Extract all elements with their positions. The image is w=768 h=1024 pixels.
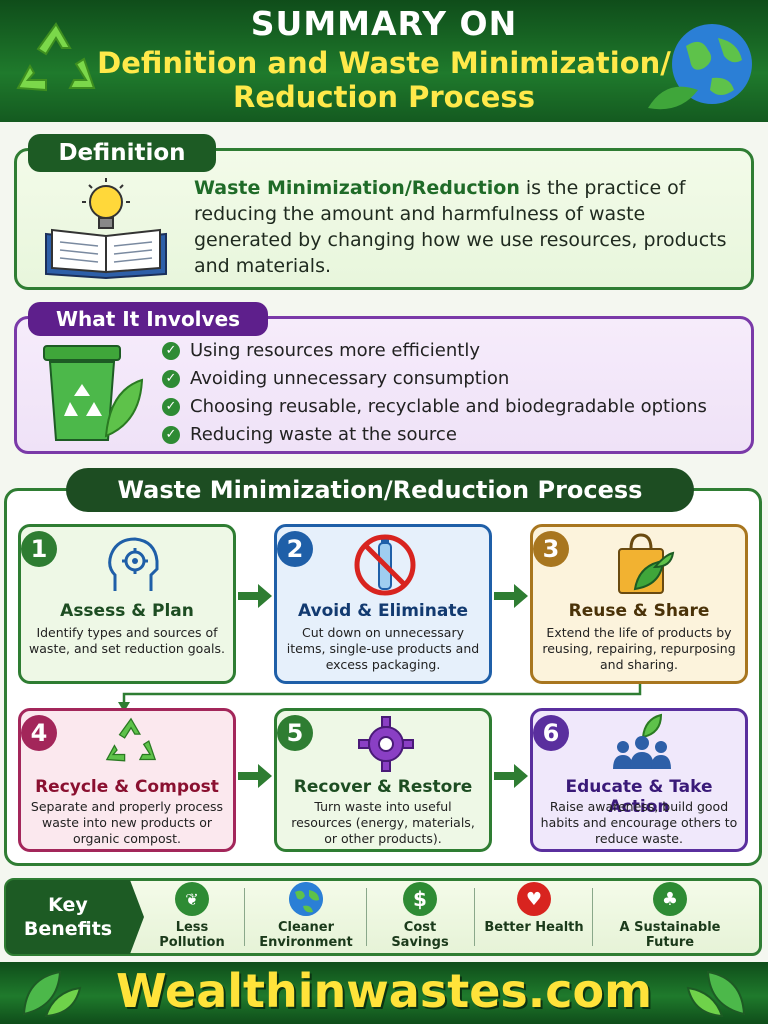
step-assess-plan: 1 Assess & Plan Identify types and sourc… [18, 524, 236, 684]
step-number: 2 [277, 531, 313, 567]
checkmark-icon: ✓ [162, 397, 180, 416]
book-lightbulb-icon [36, 176, 176, 280]
shopping-bag-leaf-icon [611, 531, 675, 601]
step-title: Avoid & Eliminate [297, 601, 468, 621]
step-desc: Cut down on unnecessary items, single-us… [286, 625, 480, 672]
recycle-icon [101, 715, 161, 775]
involves-item-label: Reducing waste at the source [190, 424, 457, 445]
step-desc: Identify types and sources of waste, and… [29, 625, 225, 656]
step-title: Reuse & Share [568, 601, 710, 621]
step-recycle-compost: 4 Recycle & Compost Separate and properl… [18, 708, 236, 852]
step-desc: Turn waste into useful resources (energy… [291, 799, 475, 846]
step-number: 6 [533, 715, 569, 751]
step-recover-restore: 5 Recover & Restore Turn waste into usef… [274, 708, 492, 852]
benefit-cost-savings: $ Cost Savings [376, 882, 464, 954]
heart-icon: ♥ [517, 882, 551, 916]
leaves-icon-left [20, 968, 84, 1022]
recycle-bin-icon [40, 340, 144, 444]
involves-item-label: Using resources more efficiently [190, 340, 480, 361]
benefit-cleaner-environment: Cleaner Environment [254, 882, 358, 954]
dollar-icon: $ [403, 882, 437, 916]
step-title: Recover & Restore [293, 777, 473, 797]
step-number: 5 [277, 715, 313, 751]
step-reuse-share: 3 Reuse & Share Extend the life of produ… [530, 524, 748, 684]
definition-body: is the practice of reducing the amount a… [194, 177, 727, 277]
involves-heading: What It Involves [28, 302, 268, 336]
step-title: Assess & Plan [60, 601, 194, 621]
checkmark-icon: ✓ [162, 369, 180, 388]
step-number: 1 [21, 531, 57, 567]
title-line-3-text: Reduction Process [233, 80, 535, 114]
step-educate-action: 6 Educate & Take Action Raise awareness,… [530, 708, 748, 852]
step-desc: Raise awareness, build good habits and e… [540, 799, 738, 846]
benefit-label: Cost Savings [391, 920, 449, 950]
leaf-icon: ❦ [175, 882, 209, 916]
checkmark-icon: ✓ [162, 425, 180, 444]
recycle-icon [10, 18, 102, 106]
footer-banner [0, 962, 768, 1024]
divider [244, 888, 245, 946]
involves-item: ✓ Avoiding unnecessary consumption [162, 368, 509, 389]
earth-globe-icon [646, 16, 758, 116]
step-title: Recycle & Compost [35, 777, 219, 797]
benefit-label: Cleaner Environment [259, 920, 353, 950]
definition-text: Waste Minimization/Reduction is the prac… [194, 175, 746, 279]
benefit-label: Better Health [484, 920, 584, 935]
plant-icon: ♣ [653, 882, 687, 916]
benefit-less-pollution: ❦ Less Pollution [150, 882, 234, 954]
title-line-1: SUMMARY ON [250, 4, 518, 43]
header-banner [0, 0, 768, 122]
people-group-icon [609, 713, 675, 777]
involves-item: ✓ Reducing waste at the source [162, 424, 457, 445]
divider [366, 888, 367, 946]
benefit-label: A Sustainable Future [619, 920, 721, 950]
leaves-icon-right [684, 968, 748, 1022]
divider [474, 888, 475, 946]
no-plastic-bottle-icon [353, 533, 417, 601]
step-avoid-eliminate: 2 Avoid & Eliminate Cut down on unnecess… [274, 524, 492, 684]
step-title: Educate & Take Action [565, 777, 713, 817]
definition-term: Waste Minimization/Reduction [194, 177, 520, 199]
step-number: 4 [21, 715, 57, 751]
process-heading: Waste Minimization/Reduction Process [66, 468, 694, 512]
title-line-2-text: Definition and Waste Minimization/ [97, 46, 671, 80]
benefit-better-health: ♥ Better Health [484, 882, 584, 954]
divider [592, 888, 593, 946]
globe-icon [289, 882, 323, 916]
gear-icon [357, 715, 415, 777]
step-desc: Separate and properly process waste into… [30, 799, 224, 846]
checkmark-icon: ✓ [162, 341, 180, 360]
involves-item-label: Choosing reusable, recyclable and biodeg… [190, 396, 707, 417]
key-benefits-text: Key Benefits [23, 894, 113, 940]
step-number: 3 [533, 531, 569, 567]
step-desc: Extend the life of products by reusing, … [542, 625, 736, 672]
head-gear-icon [105, 535, 161, 599]
title-line-2: Definition and Waste Minimization/ Reduc… [0, 46, 768, 114]
benefit-label: Less Pollution [159, 920, 225, 950]
benefit-sustainable-future: ♣ A Sustainable Future [604, 882, 736, 954]
involves-item: ✓ Choosing reusable, recyclable and biode… [162, 396, 707, 417]
involves-item-label: Avoiding unnecessary consumption [190, 368, 510, 389]
definition-heading: Definition [28, 134, 216, 172]
involves-item: ✓ Using resources more efficiently [162, 340, 480, 361]
key-benefits-arrow [130, 880, 144, 954]
website-link[interactable]: Wealthinwastes.com [115, 964, 653, 1018]
key-benefits-label: Key Benefits [6, 880, 130, 954]
